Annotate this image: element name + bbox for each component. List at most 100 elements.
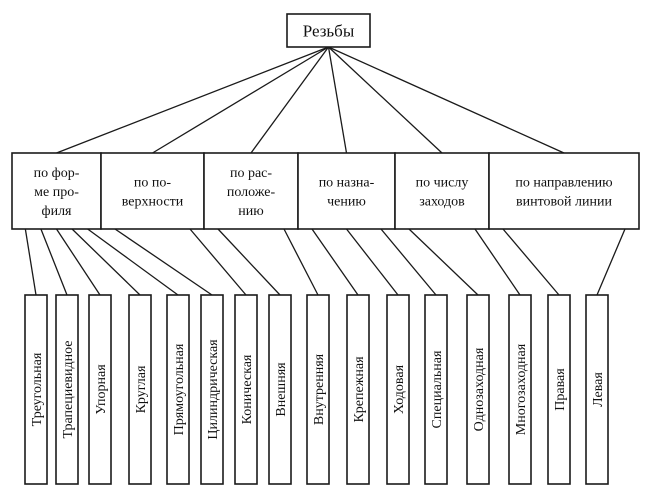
leaf-node: Внешняя — [268, 294, 292, 485]
leaf-box — [166, 294, 190, 485]
category-to-leaf-line — [283, 228, 319, 296]
leaf-label: Круглая — [134, 365, 149, 413]
leaf-label: Левая — [591, 372, 606, 407]
category-node: по фор-ме про-филя — [11, 152, 102, 230]
root-to-category-line — [328, 46, 565, 154]
category-node: по по-верхности — [100, 152, 205, 230]
leaf-box — [306, 294, 330, 485]
leaf-node: Прямоугольная — [166, 294, 190, 485]
root-box — [286, 13, 371, 48]
leaf-node: Треугольная — [24, 294, 48, 485]
leaf-label: Цилиндрическая — [206, 339, 221, 440]
category-label-line: по фор- — [34, 166, 80, 181]
category-to-leaf-line — [55, 228, 101, 296]
leaf-box — [424, 294, 448, 485]
leaf-label: Прямоугольная — [172, 343, 187, 435]
category-box — [297, 152, 396, 230]
category-label-line: по назна- — [319, 176, 375, 191]
leaf-label: Однозаходная — [472, 347, 487, 431]
category-box — [394, 152, 490, 230]
category-box — [11, 152, 102, 230]
leaf-label: Крепежная — [352, 356, 367, 423]
leaf-node: Ходовая — [386, 294, 410, 485]
leaf-node: Многозаходная — [508, 294, 532, 485]
leaf-node: Внутренняя — [306, 294, 330, 485]
category-label-line: положе- — [227, 185, 276, 200]
category-label-line: винтовой линии — [516, 195, 612, 210]
category-box — [203, 152, 299, 230]
category-to-leaf-line — [311, 228, 359, 296]
leaf-node: Правая — [547, 294, 571, 485]
leaf-box — [585, 294, 609, 485]
category-label-line: филя — [42, 204, 73, 219]
leaf-box — [547, 294, 571, 485]
leaf-box — [200, 294, 224, 485]
leaf-label: Треугольная — [30, 352, 45, 426]
leaf-node: Цилиндрическая — [200, 294, 224, 485]
category-to-leaf-line — [217, 228, 281, 296]
leaf-node: Коническая — [234, 294, 258, 485]
leaf-box — [24, 294, 48, 485]
category-to-leaf-line — [380, 228, 437, 296]
root-to-category-line — [152, 46, 329, 154]
category-label-line: нию — [238, 204, 263, 219]
root-to-category-line — [56, 46, 329, 154]
leaf-row: Треугольная Трапециевидное Упорная Круглая П… — [24, 294, 609, 485]
leaf-label: Коническая — [240, 354, 255, 424]
category-label-line: чению — [327, 195, 366, 210]
category-to-leaf-line — [71, 228, 141, 296]
category-to-leaf-line — [408, 228, 479, 296]
category-label-line: верхности — [122, 195, 184, 210]
category-label-line: по направлению — [515, 176, 612, 191]
leaf-node: Левая — [585, 294, 609, 485]
root-node: Резьбы — [286, 13, 371, 48]
leaf-node: Однозаходная — [466, 294, 490, 485]
category-label-line: ме про- — [34, 185, 79, 200]
leaf-box — [466, 294, 490, 485]
root-to-category-line — [327, 46, 348, 154]
leaf-label: Внешняя — [274, 362, 289, 417]
leaf-box — [128, 294, 152, 485]
category-label-line: по по- — [134, 176, 171, 191]
leaf-label: Внутренняя — [312, 353, 327, 425]
connector-lines — [24, 46, 626, 296]
category-node: по рас-положе-нию — [203, 152, 299, 230]
leaf-label: Многозаходная — [514, 343, 529, 435]
leaf-label: Правая — [553, 368, 568, 411]
leaf-node: Крепежная — [346, 294, 370, 485]
leaf-node: Специальная — [424, 294, 448, 485]
category-to-leaf-line — [345, 228, 399, 296]
category-box — [488, 152, 640, 230]
root-to-category-line — [250, 46, 330, 154]
category-label-line: по числу — [416, 176, 469, 191]
root-to-category-line — [328, 46, 443, 154]
category-to-leaf-line — [114, 228, 213, 296]
leaf-box — [386, 294, 410, 485]
category-label-line: заходов — [419, 195, 465, 210]
category-node: по направлению винтовой линии — [488, 152, 640, 230]
leaf-node: Круглая — [128, 294, 152, 485]
leaf-label: Упорная — [94, 364, 109, 415]
category-node: по числу заходов — [394, 152, 490, 230]
leaf-label: Трапециевидное — [61, 340, 76, 438]
category-to-leaf-line — [596, 228, 626, 296]
leaf-box — [234, 294, 258, 485]
leaf-label: Специальная — [430, 350, 445, 428]
category-to-leaf-line — [24, 228, 37, 296]
category-to-leaf-line — [189, 228, 247, 296]
leaf-box — [508, 294, 532, 485]
category-to-leaf-line — [40, 228, 68, 296]
category-label-line: по рас- — [230, 166, 272, 181]
leaf-node: Упорная — [88, 294, 112, 485]
leaf-label: Ходовая — [392, 364, 407, 414]
leaf-box — [346, 294, 370, 485]
leaf-node: Трапециевидное — [55, 294, 79, 485]
category-to-leaf-line — [87, 228, 179, 296]
category-node: по назна-чению — [297, 152, 396, 230]
leaf-box — [55, 294, 79, 485]
leaf-box — [88, 294, 112, 485]
root-label: Резьбы — [303, 22, 355, 41]
category-box — [100, 152, 205, 230]
